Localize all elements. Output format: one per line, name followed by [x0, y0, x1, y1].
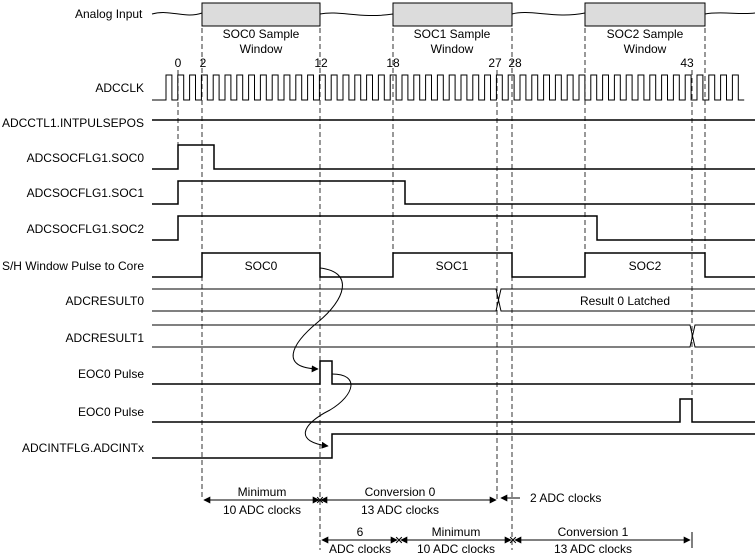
dim-minimum-1-a: Minimum — [238, 485, 287, 499]
clock-mark-28: 28 — [508, 56, 522, 70]
soc0-sample-window — [201, 2, 321, 27]
adcclk-waveform — [152, 74, 745, 101]
pulse-soc1-label: SOC1 — [436, 259, 469, 273]
label-socflg-soc2: ADCSOCFLG1.SOC2 — [27, 222, 145, 236]
sh-window-waveform — [152, 252, 755, 278]
label-adcclk: ADCCLK — [95, 81, 144, 95]
label-socflg-soc1: ADCSOCFLG1.SOC1 — [27, 186, 145, 200]
label-adcresult1: ADCRESULT1 — [66, 331, 145, 345]
adcresult1-bus — [152, 324, 755, 348]
socflg-soc0-waveform — [152, 144, 755, 170]
result0-latched-label: Result 0 Latched — [580, 294, 670, 308]
label-intpulsepos: ADCCTL1.INTPULSEPOS — [2, 116, 144, 130]
eoc-to-int-arrow — [304, 373, 352, 449]
label-adcresult0: ADCRESULT0 — [66, 294, 145, 308]
dim-minimum-1-b: 10 ADC clocks — [223, 503, 301, 517]
dim-6-clocks-b: ADC clocks — [329, 542, 391, 555]
clock-mark-12: 12 — [314, 56, 328, 70]
label-eoc0-pulse-b: EOC0 Pulse — [78, 405, 144, 419]
dim-conversion-1-a: Conversion 1 — [558, 525, 629, 539]
dim-conversion-0-a: Conversion 0 — [365, 485, 436, 499]
clock-mark-0: 0 — [175, 56, 182, 70]
soc0-window-label-1: SOC0 Sample — [223, 27, 300, 41]
dim-6-clocks-a: 6 — [357, 525, 364, 539]
clock-mark-2: 2 — [200, 56, 207, 70]
soc2-window-label-1: SOC2 Sample — [607, 27, 684, 41]
sh-to-eoc-arrow — [292, 267, 343, 373]
adcresult0-bus — [152, 288, 755, 312]
clock-mark-27: 27 — [488, 56, 502, 70]
socflg-soc1-waveform — [152, 180, 755, 205]
dim-minimum-2-b: 10 ADC clocks — [417, 542, 495, 555]
x-mark-2: ✕ — [394, 535, 403, 547]
adcintflg-waveform — [152, 433, 755, 459]
soc0-window-label-2: Window — [240, 42, 283, 56]
dim-minimum-2-a: Minimum — [432, 525, 481, 539]
analog-input-label: Analog Input — [75, 7, 143, 21]
eoc0-pulse-a-waveform — [152, 360, 755, 385]
soc1-window-label-1: SOC1 Sample — [414, 27, 491, 41]
label-adcintflg: ADCINTFLG.ADCINTx — [22, 441, 144, 455]
dim-conversion-1-b: 13 ADC clocks — [554, 542, 632, 555]
label-sh-window: S/H Window Pulse to Core — [2, 259, 144, 273]
soc1-sample-window — [392, 2, 513, 27]
x-mark-1: ✕ — [315, 495, 324, 507]
eoc0-pulse-b-waveform — [152, 398, 755, 423]
dim-2-clocks-label: 2 ADC clocks — [530, 491, 601, 505]
pulse-soc0-label: SOC0 — [245, 259, 278, 273]
pulse-soc2-label: SOC2 — [629, 259, 662, 273]
soc2-sample-window — [584, 2, 706, 27]
dim-conversion-0-b: 13 ADC clocks — [361, 503, 439, 517]
label-socflg-soc0: ADCSOCFLG1.SOC0 — [27, 151, 145, 165]
soc2-window-label-2: Window — [624, 42, 667, 56]
label-eoc0-pulse-a: EOC0 Pulse — [78, 367, 144, 381]
x-mark-3: ✕ — [508, 535, 517, 547]
socflg-soc2-waveform — [152, 215, 755, 241]
clock-mark-43: 43 — [680, 56, 694, 70]
soc1-window-label-2: Window — [431, 42, 474, 56]
